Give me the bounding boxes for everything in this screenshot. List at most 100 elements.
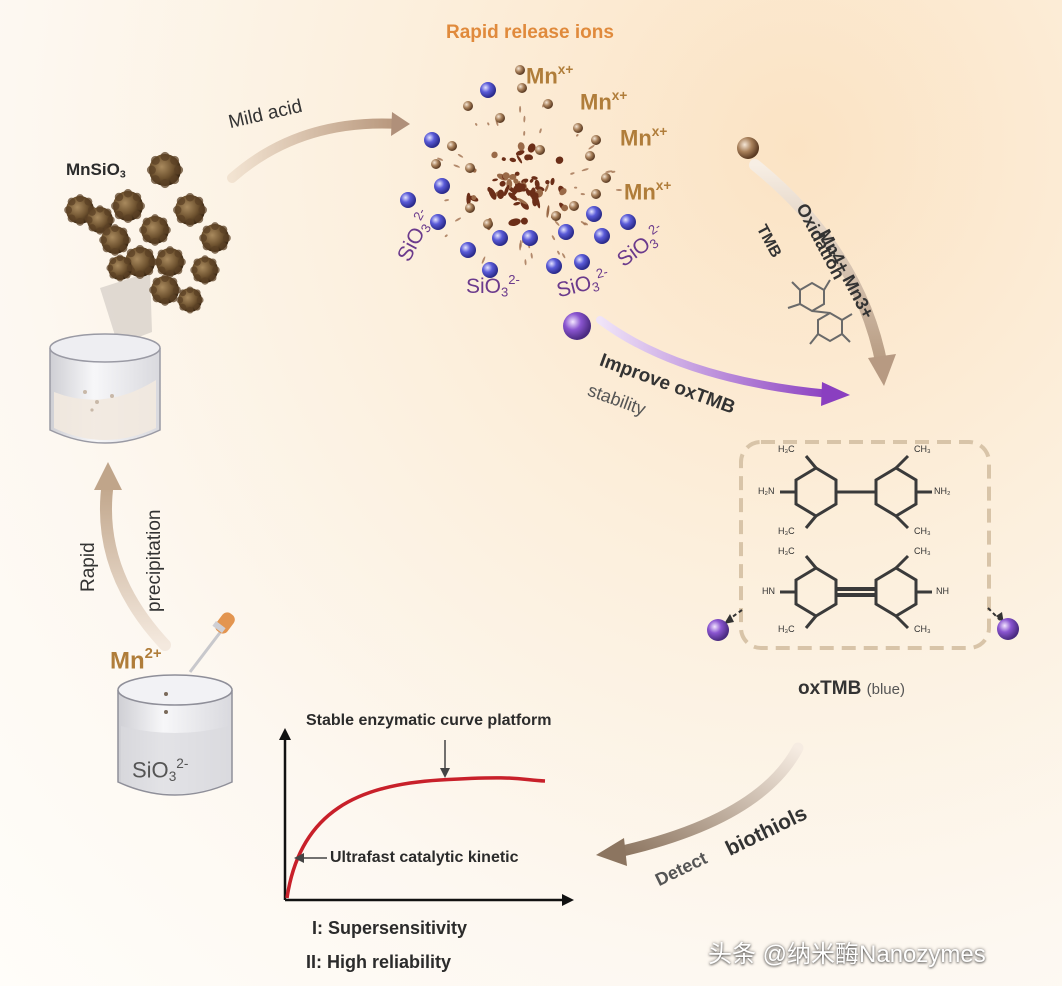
sio3-ion — [620, 214, 636, 230]
chem-ch3-1: CH₃ — [914, 444, 931, 454]
sio3-ion — [594, 228, 610, 244]
mild-acid-arrow — [227, 118, 405, 183]
purple-ion-left — [707, 619, 729, 641]
released-ions — [400, 65, 636, 278]
mnsio3-particle — [199, 222, 231, 254]
mn-ion — [551, 211, 561, 221]
mn-ion — [543, 99, 553, 109]
mn-ion — [591, 189, 601, 199]
mnsio3-particle — [173, 193, 207, 227]
chem-h3c-2: H₃C — [778, 526, 795, 536]
oxidation-arrow — [749, 159, 888, 372]
mnsio3-particle — [149, 274, 181, 306]
tmb-molecule — [787, 279, 853, 345]
mnsio3-particle — [146, 151, 184, 189]
oxtmb-structure — [780, 454, 932, 630]
sio3-ion — [546, 258, 562, 274]
mn-ion — [483, 219, 493, 229]
mnsio3-particles — [64, 151, 231, 314]
watermark: 头条 @纳米酶Nanozymes — [708, 941, 986, 968]
sio3-ion — [522, 230, 538, 246]
kinetics-plot — [279, 728, 574, 906]
chem-ch3-2: CH₃ — [914, 526, 931, 536]
mn-ion — [517, 83, 527, 93]
purple-ion-right — [997, 618, 1019, 640]
sio3-ion — [586, 206, 602, 222]
sio3-ion — [480, 82, 496, 98]
mn-ion-label-3: Mnx+ — [620, 124, 668, 151]
chem-h2n: H₂N — [758, 486, 775, 496]
platform-label: Stable enzymatic curve platform — [306, 712, 552, 729]
mn-ion — [573, 123, 583, 133]
beaker-sio3-label: SiO32- — [132, 756, 189, 784]
ion-burst — [437, 103, 623, 266]
mnsio3-particle — [106, 254, 134, 282]
precipitation-label: precipitation — [144, 509, 165, 612]
supersensitivity-label: I: Supersensitivity — [312, 918, 468, 938]
mn-ion — [585, 151, 595, 161]
mnsio3-particle — [190, 255, 220, 285]
mn-ion — [601, 173, 611, 183]
enzymatic-curve — [285, 776, 546, 899]
improve-stability-arrowhead — [821, 382, 850, 406]
detect-arrowhead — [596, 838, 627, 866]
mn-ion — [465, 163, 475, 173]
mn-ion-large — [737, 137, 759, 159]
mn-ion — [463, 101, 473, 111]
mnsio3-particle — [85, 205, 115, 235]
mn2-label: Mn2+ — [110, 646, 162, 675]
oxtmb-box — [739, 440, 991, 650]
rapid-release-label: Rapid release ions — [446, 22, 614, 43]
mnsio3-particle — [99, 224, 131, 256]
sio3-ion — [482, 262, 498, 278]
reliability-label: II: High reliability — [306, 952, 452, 972]
improve-stability-arrow — [596, 316, 834, 398]
chem-ch3-4: CH₃ — [914, 624, 931, 634]
mild-acid-arrowhead — [391, 112, 410, 136]
mnsio3-particle — [111, 189, 145, 223]
sio3-ion — [574, 254, 590, 270]
mn-ion — [431, 159, 441, 169]
chem-h3c-3: H₃C — [778, 546, 795, 556]
mnsio3-particle — [139, 214, 171, 246]
mn-ion — [569, 201, 579, 211]
oxidation-arrowhead — [868, 354, 896, 386]
dropper — [188, 612, 235, 673]
mnsio3-particle — [64, 194, 96, 226]
mnsio3-label: MnSiO3 — [66, 160, 126, 181]
mnsio3-particle — [176, 286, 204, 314]
sio3-ion — [400, 192, 416, 208]
mn-ion-label-2: Mnx+ — [580, 88, 628, 115]
mn-ion — [515, 65, 525, 75]
mnsio3-particle — [154, 246, 186, 278]
mn-ion — [591, 135, 601, 145]
chem-h3c-4: H₃C — [778, 624, 795, 634]
mn-ion-label-1: Mnx+ — [526, 62, 574, 89]
zoom-cone — [100, 272, 152, 345]
purple-ion-large — [563, 312, 591, 340]
chem-nh: NH — [936, 586, 949, 596]
rapid-label: Rapid — [78, 542, 99, 592]
silicate-beaker — [117, 674, 233, 796]
mn-ion — [447, 141, 457, 151]
sio3-label-2: SiO32- — [466, 272, 520, 300]
mn-ion — [495, 113, 505, 123]
sio3-ion — [424, 132, 440, 148]
kinetic-label: Ultrafast catalytic kinetic — [330, 849, 519, 866]
detect-arrow — [612, 742, 804, 858]
mn-ion — [465, 203, 475, 213]
sio3-ion — [434, 178, 450, 194]
mn-ion — [535, 145, 545, 155]
mn-ion-label-4: Mnx+ — [624, 178, 672, 205]
precipitation-arrow — [99, 476, 171, 651]
sio3-ion — [558, 224, 574, 240]
chem-h3c-1: H₃C — [778, 444, 795, 454]
sio3-ion — [430, 214, 446, 230]
sio3-ion — [492, 230, 508, 246]
sio3-ion — [460, 242, 476, 258]
chem-nh2: NH₂ — [934, 486, 951, 496]
chem-ch3-3: CH₃ — [914, 546, 931, 556]
chem-hn: HN — [762, 586, 775, 596]
